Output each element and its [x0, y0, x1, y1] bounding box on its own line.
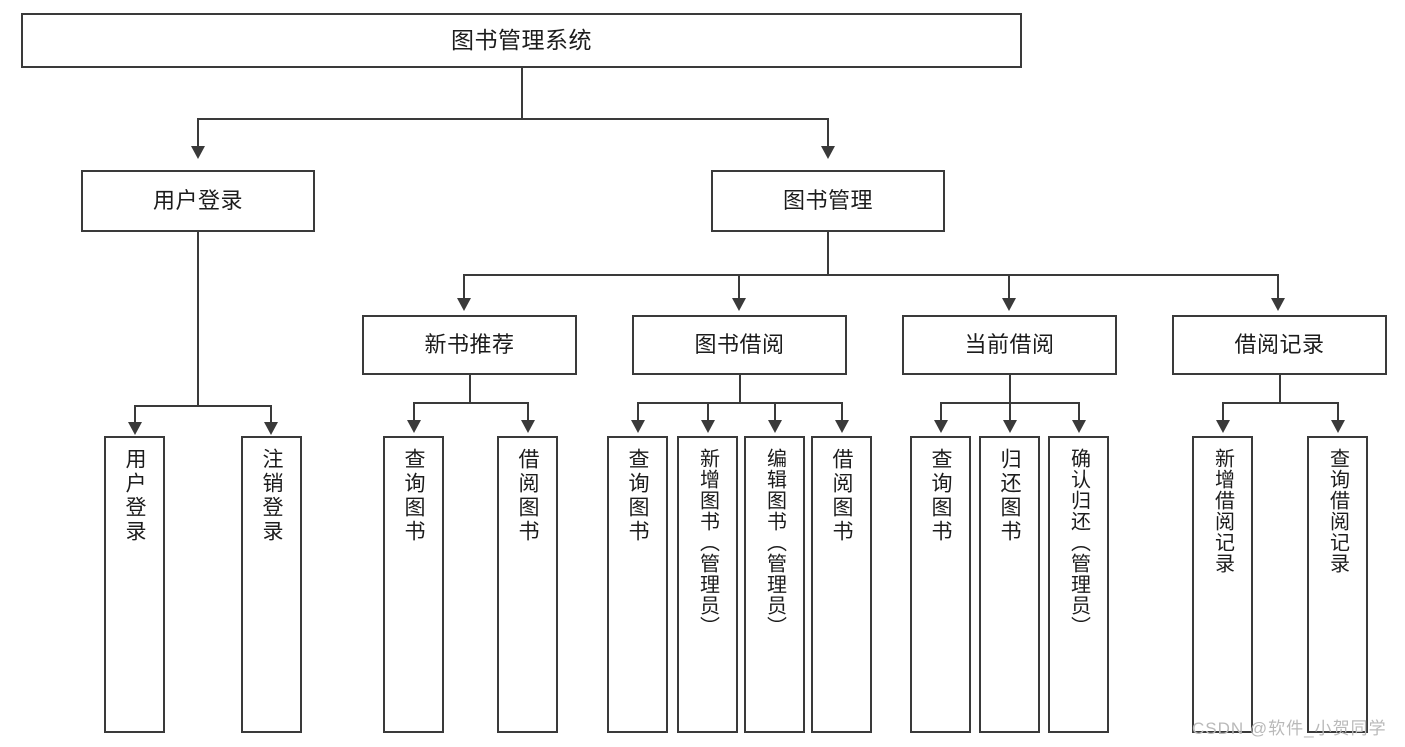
connector-drop-br-1: [1222, 402, 1224, 422]
node-label: 借阅记录: [1234, 332, 1325, 358]
arrowhead-leaf-user-login: [128, 422, 142, 435]
arrowhead-borrow-record: [1271, 298, 1285, 311]
connector-new-book-stem: [469, 375, 471, 402]
arrowhead-bb-4: [835, 420, 849, 433]
node-label: 图书管理系统: [451, 27, 592, 54]
leaf-logout[interactable]: 注销登录: [241, 436, 302, 733]
node-label: 借阅图书: [516, 448, 539, 544]
leaf-bb-query-book[interactable]: 查询图书: [607, 436, 668, 733]
leaf-cb-confirm-return-admin[interactable]: 确认归还（管理员）: [1048, 436, 1109, 733]
arrowhead-br-1: [1216, 420, 1230, 433]
arrowhead-current-borrow: [1002, 298, 1016, 311]
node-label: 当前借阅: [964, 332, 1055, 358]
connector-book-borrow-stem: [739, 375, 741, 402]
arrowhead-book-mgmt: [821, 146, 835, 159]
leaf-cb-return-book[interactable]: 归还图书: [979, 436, 1040, 733]
connector-drop-bb-2: [707, 402, 709, 422]
leaf-user-login[interactable]: 用户登录: [104, 436, 165, 733]
arrowhead-leaf-logout: [264, 422, 278, 435]
node-label: 新增图书（管理员）: [696, 448, 719, 637]
arrowhead-bb-1: [631, 420, 645, 433]
connector-drop-book-borrow: [738, 274, 740, 300]
arrowhead-cb-1: [934, 420, 948, 433]
connector-book-mgmt-stem: [827, 232, 829, 274]
connector-root-bus: [197, 118, 829, 120]
arrowhead-nb-2: [521, 420, 535, 433]
connector-drop-bb-4: [841, 402, 843, 422]
node-label: 确认归还（管理员）: [1067, 448, 1090, 637]
connector-drop-nb-1: [413, 402, 415, 422]
connector-borrow-record-bus: [1222, 402, 1339, 404]
node-borrow-record[interactable]: 借阅记录: [1172, 315, 1387, 375]
leaf-bb-add-book-admin[interactable]: 新增图书（管理员）: [677, 436, 738, 733]
connector-new-book-bus: [413, 402, 528, 404]
node-user-login[interactable]: 用户登录: [81, 170, 315, 232]
leaf-nb-borrow-book[interactable]: 借阅图书: [497, 436, 558, 733]
node-book-borrow[interactable]: 图书借阅: [632, 315, 847, 375]
node-label: 归还图书: [998, 448, 1021, 544]
connector-user-login-stem: [197, 232, 199, 405]
node-new-book-recommend[interactable]: 新书推荐: [362, 315, 577, 375]
connector-drop-leaf-user-login: [134, 405, 136, 424]
connector-root-stem: [521, 68, 523, 118]
connector-user-login-bus: [134, 405, 271, 407]
arrowhead-cb-2: [1003, 420, 1017, 433]
connector-drop-book-mgmt: [827, 118, 829, 148]
connector-current-borrow-stem: [1009, 375, 1011, 402]
node-label: 图书借阅: [694, 332, 785, 358]
node-label: 查询图书: [929, 448, 952, 544]
arrowhead-bb-2: [701, 420, 715, 433]
connector-drop-cb-1: [940, 402, 942, 422]
leaf-nb-query-book[interactable]: 查询图书: [383, 436, 444, 733]
arrowhead-bb-3: [768, 420, 782, 433]
arrowhead-book-borrow: [732, 298, 746, 311]
connector-drop-user-login: [197, 118, 199, 148]
connector-drop-bb-3: [774, 402, 776, 422]
node-book-management[interactable]: 图书管理: [711, 170, 945, 232]
leaf-br-query-record[interactable]: 查询借阅记录: [1307, 436, 1368, 733]
node-label: 注销登录: [260, 448, 283, 544]
connector-drop-br-2: [1337, 402, 1339, 422]
connector-level3-bus: [463, 274, 1279, 276]
node-label: 查询图书: [402, 448, 425, 544]
node-root-system[interactable]: 图书管理系统: [21, 13, 1022, 68]
connector-drop-cb-2: [1009, 402, 1011, 422]
node-label: 新书推荐: [424, 332, 515, 358]
node-label: 编辑图书（管理员）: [763, 448, 786, 637]
connector-borrow-record-stem: [1279, 375, 1281, 402]
node-label: 图书管理: [782, 188, 873, 214]
connector-drop-nb-2: [527, 402, 529, 422]
arrowhead-cb-3: [1072, 420, 1086, 433]
node-label: 用户登录: [152, 188, 243, 214]
leaf-bb-edit-book-admin[interactable]: 编辑图书（管理员）: [744, 436, 805, 733]
arrowhead-nb-1: [407, 420, 421, 433]
node-current-borrow[interactable]: 当前借阅: [902, 315, 1117, 375]
leaf-cb-query-book[interactable]: 查询图书: [910, 436, 971, 733]
node-label: 借阅图书: [830, 448, 853, 544]
leaf-br-add-record[interactable]: 新增借阅记录: [1192, 436, 1253, 733]
connector-drop-current-borrow: [1008, 274, 1010, 300]
connector-drop-leaf-logout: [270, 405, 272, 424]
arrowhead-user-login: [191, 146, 205, 159]
connector-drop-cb-3: [1078, 402, 1080, 422]
connector-book-borrow-bus: [637, 402, 842, 404]
connector-drop-borrow-record: [1277, 274, 1279, 300]
node-label: 用户登录: [123, 448, 146, 544]
connector-drop-new-book: [463, 274, 465, 300]
arrowhead-br-2: [1331, 420, 1345, 433]
node-label: 查询图书: [626, 448, 649, 544]
node-label: 新增借阅记录: [1211, 448, 1234, 574]
node-label: 查询借阅记录: [1326, 448, 1349, 574]
arrowhead-new-book: [457, 298, 471, 311]
connector-drop-bb-1: [637, 402, 639, 422]
leaf-bb-borrow-book[interactable]: 借阅图书: [811, 436, 872, 733]
